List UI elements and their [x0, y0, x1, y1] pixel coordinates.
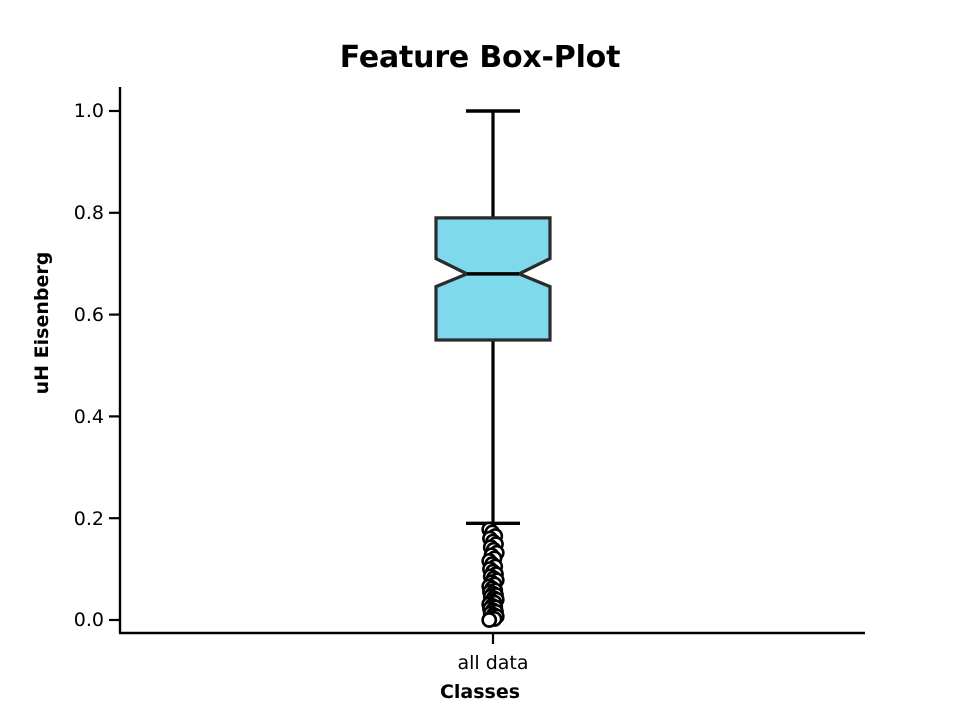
- y-tick-label-0.2: 0.2: [73, 508, 104, 530]
- y-axis-ticks: [109, 109, 120, 622]
- y-tick-label-0.4: 0.4: [73, 406, 104, 428]
- outlier-points: [481, 521, 505, 628]
- outlier-marker: [481, 612, 498, 628]
- box-plot-boxes: [434, 109, 552, 525]
- chart-title: Feature Box-Plot: [339, 40, 621, 75]
- x-tick-label-all-data: all data: [457, 652, 529, 674]
- box-shape: [434, 216, 552, 342]
- x-axis-label: Classes: [439, 681, 521, 703]
- y-tick-label-0.8: 0.8: [73, 202, 104, 224]
- y-tick-label-0.0: 0.0: [73, 609, 104, 631]
- y-tick-label-0.6: 0.6: [73, 304, 104, 326]
- y-tick-label-1.0: 1.0: [73, 100, 104, 122]
